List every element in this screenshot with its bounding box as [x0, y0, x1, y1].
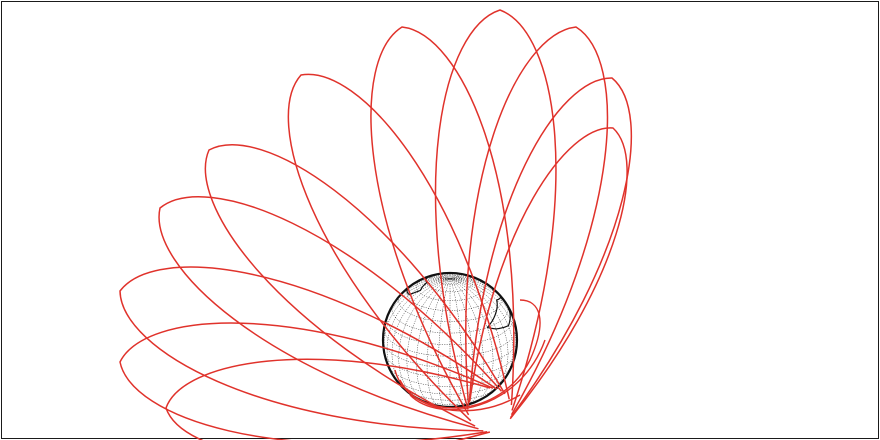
globe-meridian	[449, 278, 514, 384]
globe-parallel	[384, 353, 516, 378]
globe-meridian	[449, 278, 484, 406]
orbit-loop	[409, 339, 546, 411]
orbit-loop	[119, 266, 498, 432]
globe-meridian	[449, 278, 462, 407]
globe-parallel	[398, 292, 502, 322]
globe-meridian	[449, 278, 518, 341]
globe-meridian	[449, 278, 509, 395]
globe-meridian	[426, 278, 451, 407]
globe-meridian	[449, 278, 494, 403]
orbit-loop	[204, 144, 506, 427]
globe-parallel	[394, 377, 506, 395]
globe-meridian	[382, 278, 451, 341]
orbit-loop	[469, 127, 628, 420]
globe-outline	[381, 271, 519, 409]
orbit-loop	[165, 358, 491, 440]
globe-meridian	[386, 278, 451, 384]
orbit-loop	[468, 77, 633, 419]
globe-meridian	[449, 278, 474, 407]
globe-parallel	[386, 316, 514, 345]
globe-meridian	[406, 278, 451, 403]
globe-meridian	[449, 277, 500, 295]
orbit-loop	[158, 196, 503, 430]
globe-meridian	[398, 278, 451, 401]
orbit-loop	[287, 73, 510, 422]
globe-meridian	[416, 278, 451, 406]
orbit-loop	[394, 369, 521, 412]
globe-meridian	[449, 278, 502, 401]
globe-parallel	[426, 272, 474, 293]
orbit-loop	[119, 322, 494, 440]
orbit-loop	[465, 26, 609, 416]
orbit-track	[119, 9, 633, 440]
orbit-loop	[399, 299, 541, 409]
orbit-loop	[434, 9, 557, 411]
globe-parallel	[382, 340, 518, 368]
